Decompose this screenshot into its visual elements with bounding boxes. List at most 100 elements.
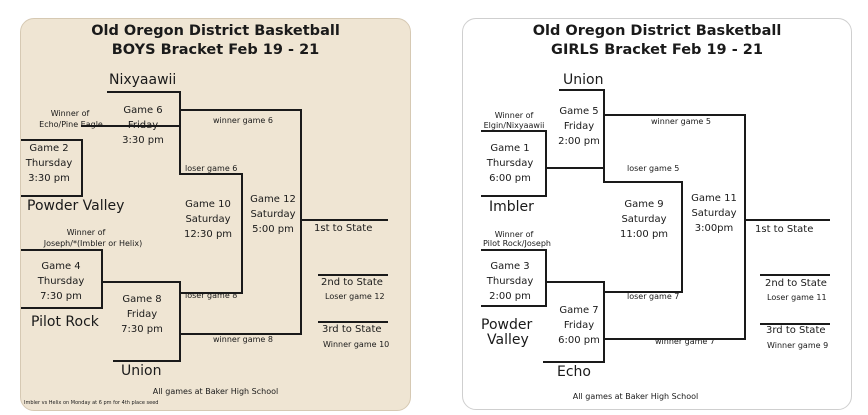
- girls-game11-label: Game 11: [691, 193, 737, 204]
- boys-line-winner-game8: [179, 333, 302, 335]
- boys-line-loser-game6: [179, 173, 243, 175]
- girls-third-state: 3rd to State: [766, 325, 826, 336]
- girls-winner-game7-label: winner game 7: [655, 337, 715, 346]
- girls-game7-day: Friday: [563, 320, 595, 331]
- boys-line-powder-valley: [21, 195, 83, 197]
- girls-game1-day: Thursday: [486, 158, 534, 169]
- boys-line-game12-vertical: [300, 109, 302, 335]
- boys-team-powder-valley: Powder Valley: [27, 198, 125, 214]
- boys-game10-day: Saturday: [185, 214, 231, 225]
- boys-line-joseph-winner: [21, 249, 103, 251]
- girls-winner-game9: Winner game 9: [767, 341, 829, 350]
- boys-game2-time: 3:30 pm: [28, 173, 70, 184]
- girls-team-union: Union: [563, 72, 604, 88]
- girls-line-powder-valley: [481, 305, 547, 307]
- girls-bracket-panel: Old Oregon District Basketball GIRLS Bra…: [462, 18, 852, 410]
- boys-line-game4-to-game8: [101, 281, 181, 283]
- boys-game10-time: 12:30 pm: [183, 229, 233, 240]
- girls-line-first-state: [744, 219, 830, 221]
- boys-line-game6-vertical: [179, 91, 181, 173]
- boys-game6-day: Friday: [127, 120, 159, 131]
- girls-line-game1-to-game5: [545, 167, 605, 169]
- boys-footnote: Imbler vs Helix on Monday at 6 pm for 4t…: [24, 400, 159, 406]
- girls-loser-game11: Loser game 11: [767, 293, 827, 302]
- girls-title-line2: GIRLS Bracket Feb 19 - 21: [551, 42, 763, 58]
- boys-game12-day: Saturday: [250, 209, 296, 220]
- boys-team-pilot-rock: Pilot Rock: [31, 314, 99, 330]
- boys-winner-joseph-line2: Joseph/*(Imbler or Helix): [43, 239, 143, 248]
- boys-title-line1: Old Oregon District Basketball: [91, 23, 340, 39]
- girls-game5-label: Game 5: [559, 106, 599, 117]
- boys-winner-game10: Winner game 10: [323, 340, 390, 349]
- boys-line-nixyaawii: [107, 91, 181, 93]
- girls-game3-day: Thursday: [486, 276, 534, 287]
- girls-winner-game5-label: winner game 5: [651, 117, 711, 126]
- boys-line-loser-game8: [179, 292, 243, 294]
- boys-game4-day: Thursday: [37, 276, 85, 287]
- girls-game1-time: 6:00 pm: [489, 173, 531, 184]
- girls-line-game5-vertical: [603, 89, 605, 183]
- girls-winner-pilot-line1: Winner of: [494, 230, 534, 239]
- girls-winner-elgin-line2: Elgin/Nixyaawii: [483, 121, 545, 130]
- girls-line-imbler: [481, 195, 547, 197]
- boys-loser-game8-label: loser game 8: [185, 291, 238, 300]
- boys-game2-day: Thursday: [25, 158, 73, 169]
- boys-game6-label: Game 6: [123, 105, 163, 116]
- boys-game4-time: 7:30 pm: [40, 291, 82, 302]
- girls-line-winner-game5: [603, 114, 746, 116]
- girls-game11-day: Saturday: [691, 208, 737, 219]
- boys-second-state: 2nd to State: [321, 277, 383, 288]
- boys-line-game4-vertical: [101, 249, 103, 309]
- girls-game11-time: 3:00pm: [694, 223, 734, 234]
- girls-loser-game5-label: loser game 5: [627, 164, 680, 173]
- boys-game12-label: Game 12: [250, 194, 296, 205]
- girls-game9-time: 11:00 pm: [619, 229, 669, 240]
- boys-winner-game8-label: winner game 8: [213, 335, 273, 344]
- girls-line-elgin-winner: [481, 130, 547, 132]
- girls-line-game3-vertical: [545, 249, 547, 307]
- girls-game5-day: Friday: [563, 121, 595, 132]
- girls-line-winner-game7: [603, 338, 746, 340]
- girls-team-powder-line1: Powder: [481, 317, 533, 333]
- girls-line-game11-vertical: [744, 114, 746, 340]
- girls-game3-label: Game 3: [490, 261, 530, 272]
- boys-line-game2-vertical: [81, 139, 83, 197]
- girls-game5-time: 2:00 pm: [558, 136, 600, 147]
- boys-line-first-state: [300, 219, 388, 221]
- girls-line-game1-vertical: [545, 130, 547, 197]
- girls-title-line1: Old Oregon District Basketball: [532, 23, 782, 39]
- boys-winner-echo-line1: Winner of: [50, 109, 90, 118]
- girls-line-game3-to-game7: [545, 281, 605, 283]
- boys-first-state: 1st to State: [314, 223, 373, 234]
- girls-line-game9-vertical: [681, 181, 683, 293]
- girls-first-state: 1st to State: [755, 224, 814, 235]
- boys-line-second-state: [318, 274, 388, 276]
- boys-game8-label: Game 8: [122, 294, 162, 305]
- boys-line-winner-game6: [179, 109, 302, 111]
- girls-line-loser-game5: [603, 181, 683, 183]
- boys-loser-game6-label: loser game 6: [185, 164, 238, 173]
- girls-line-loser-game7: [603, 291, 683, 293]
- girls-game9-label: Game 9: [624, 199, 664, 210]
- boys-winner-game6-label: winner game 6: [213, 116, 273, 125]
- boys-line-game2-to-game6: [81, 125, 181, 127]
- boys-game10-label: Game 10: [185, 199, 231, 210]
- boys-third-state: 3rd to State: [322, 324, 382, 335]
- boys-line-union: [113, 360, 181, 362]
- boys-line-game8-vertical: [179, 281, 181, 362]
- boys-game12-time: 5:00 pm: [252, 224, 294, 235]
- boys-line-echo-winner: [21, 139, 83, 141]
- boys-game8-time: 7:30 pm: [121, 324, 163, 335]
- girls-footer: All games at Baker High School: [572, 392, 699, 401]
- boys-line-game10-vertical: [241, 173, 243, 292]
- boys-team-union: Union: [121, 363, 162, 379]
- boys-loser-game12: Loser game 12: [325, 292, 385, 301]
- girls-line-pilot-winner: [481, 249, 547, 251]
- girls-game1-label: Game 1: [490, 143, 530, 154]
- boys-team-nixyaawii: Nixyaawii: [109, 72, 177, 88]
- girls-team-echo: Echo: [557, 364, 591, 380]
- girls-game7-label: Game 7: [559, 305, 599, 316]
- boys-game4-label: Game 4: [41, 261, 81, 272]
- girls-line-union: [559, 89, 605, 91]
- boys-footer: All games at Baker High School: [152, 387, 279, 396]
